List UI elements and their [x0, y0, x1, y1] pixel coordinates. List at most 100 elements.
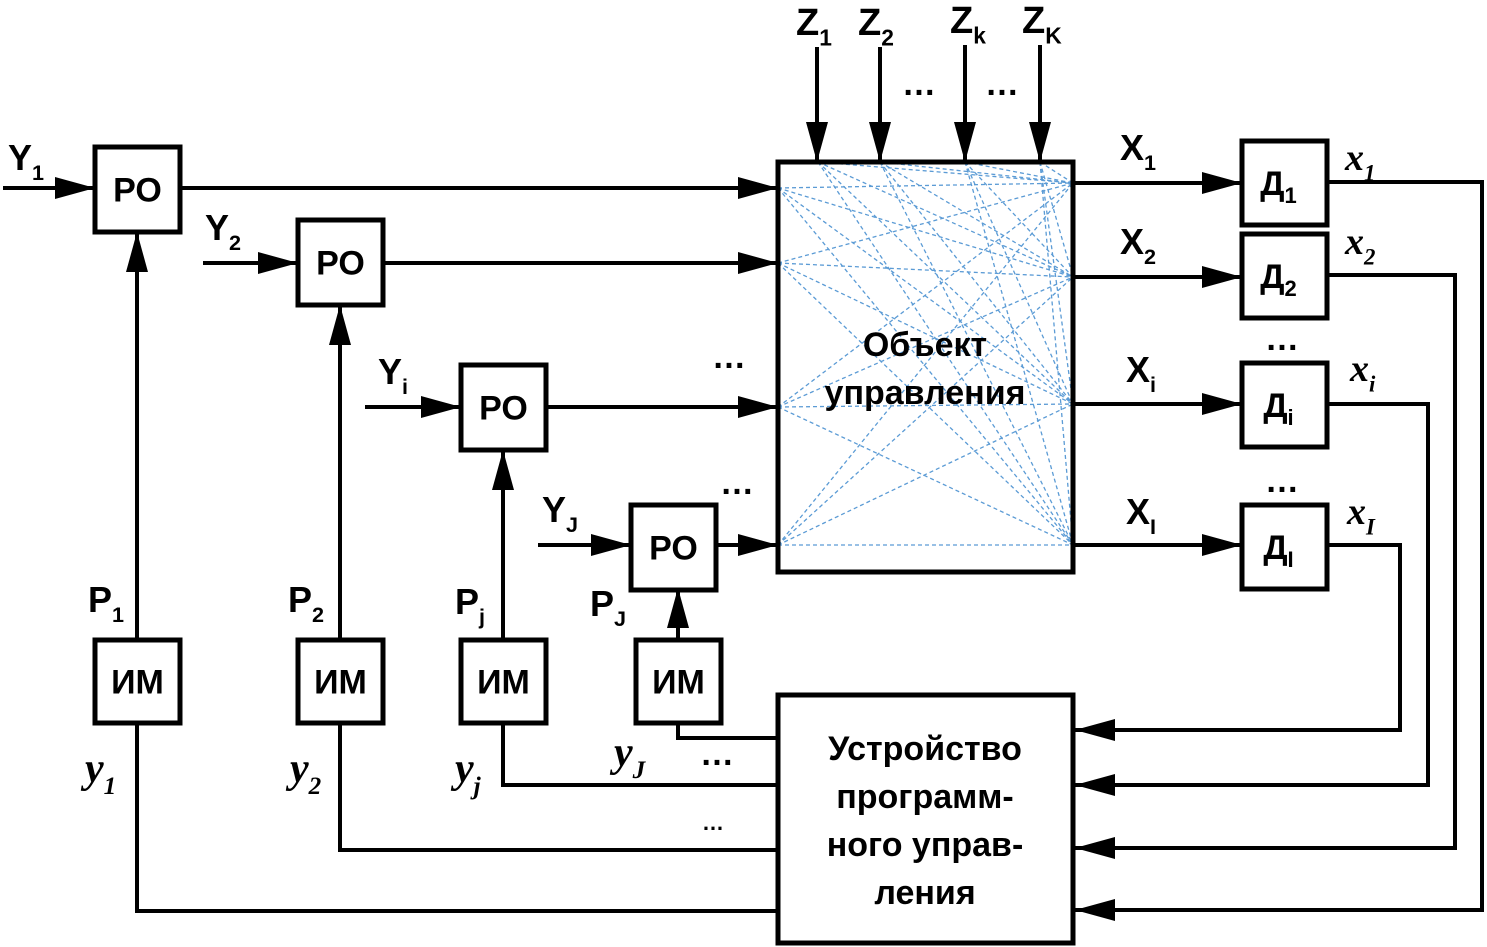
measured-label-2: x2	[1344, 221, 1375, 270]
actuator-block-4: ИМ	[633, 637, 724, 726]
cross-link-line	[777, 262, 1074, 405]
sensor-block-4: ДI	[1239, 502, 1330, 592]
cross-link-line	[879, 161, 1074, 405]
cross-link-line	[879, 161, 1074, 278]
output-label-2: X2	[1120, 221, 1156, 269]
ellipsis-7: …	[700, 735, 734, 773]
action-label-1-subscript: 1	[112, 602, 124, 627]
command-label-3-subscript: j	[470, 773, 482, 800]
action-label-2-subscript: 2	[312, 602, 324, 627]
output-label-4: XI	[1126, 491, 1156, 539]
actuator-block-4-label: ИМ	[652, 664, 705, 702]
cross-link-line	[777, 406, 1074, 546]
cross-link-line	[777, 403, 1074, 408]
command-label-2: y2	[285, 746, 322, 800]
measured-label-1: x1	[1344, 137, 1375, 186]
ellipsis-6: …	[1265, 462, 1299, 500]
cross-link-line	[964, 161, 1074, 278]
regulator-block-3: РО	[458, 362, 549, 453]
cross-link-line	[879, 161, 1074, 184]
ellipsis-4: …	[720, 464, 754, 502]
output-label-3-subscript: i	[1150, 372, 1156, 397]
object-label-line1: Объект	[863, 326, 987, 364]
ellipsis-8: …	[702, 810, 724, 835]
sensor-block-1: Д1	[1239, 138, 1330, 228]
controller-label-line4: ления	[874, 874, 975, 912]
actuator-block-1: ИМ	[92, 637, 183, 726]
cross-link-line	[817, 161, 1074, 278]
cross-link-line	[777, 182, 1074, 189]
cross-link-line	[964, 161, 1074, 546]
action-label-4-subscript: J	[614, 606, 626, 631]
setpoint-label-4: YJ	[542, 489, 578, 537]
measured-label-3: xi	[1349, 348, 1376, 397]
sensor-block-3: Дi	[1239, 360, 1330, 450]
ellipsis-2: …	[985, 65, 1019, 103]
output-label-4-subscript: I	[1150, 514, 1156, 539]
action-label-3: Pj	[455, 581, 485, 629]
xi-feedback-line	[1075, 402, 1430, 796]
y2-command-line	[338, 723, 778, 852]
actuator-block-1-label: ИМ	[111, 664, 164, 702]
ellipsis-3: …	[712, 338, 746, 376]
actuator-block-2: ИМ	[295, 637, 386, 726]
setpoint-label-1: Y1	[8, 137, 44, 185]
regulator-block-2: РО	[295, 217, 386, 308]
actuator-block-2-frame	[295, 637, 386, 726]
y1-command-line	[135, 723, 778, 913]
yj-command-line	[501, 723, 778, 787]
cross-link-line	[777, 187, 1074, 278]
regulator-block-4-label: РО	[649, 530, 698, 568]
actuator-block-3: ИМ	[458, 637, 549, 726]
action-label-3-subscript: j	[478, 604, 485, 629]
action-label-2: P2	[288, 579, 324, 627]
control-object-box	[775, 159, 1076, 575]
regulator-block-3-label: РО	[479, 390, 528, 428]
sensor-block-3-frame	[1239, 360, 1330, 450]
cross-link-line	[777, 262, 1074, 278]
setpoint-label-3-subscript: i	[402, 374, 408, 399]
setpoint-label-4-subscript: J	[566, 512, 578, 537]
cross-link-line	[777, 276, 1074, 408]
cross-link-line	[817, 161, 1074, 184]
cross-coupling-links	[777, 161, 1074, 546]
controller-label-line3: ного управ-	[827, 826, 1024, 864]
cross-link-line	[964, 161, 1074, 405]
actuator-block-1-frame	[92, 637, 183, 726]
regulator-block-4-frame	[628, 502, 719, 593]
command-label-4: yJ	[609, 730, 647, 784]
controller-label-line1: Устройство	[828, 730, 1022, 768]
actuator-block-2-label: ИМ	[314, 664, 367, 702]
x2-feedback-line	[1075, 273, 1457, 859]
actuator-block-4-frame	[633, 637, 724, 726]
cross-link-line	[964, 161, 1074, 184]
disturbance-label-3-subscript: k	[973, 23, 986, 49]
command-label-4-subscript: J	[632, 757, 647, 784]
setpoint-label-2: Y2	[205, 207, 241, 255]
command-label-1-subscript: 1	[104, 773, 117, 800]
setpoint-label-2-subscript: 2	[229, 230, 241, 255]
setpoint-label-3: Yi	[378, 351, 408, 399]
sensor-block-3-subscript: i	[1288, 405, 1294, 430]
regulator-block-1: РО	[92, 144, 183, 235]
cross-link-line	[777, 182, 1074, 546]
measured-label-4: xI	[1346, 491, 1376, 540]
regulator-block-4: РО	[628, 502, 719, 593]
object-label-line2: управления	[825, 374, 1026, 412]
measured-label-4-subscript: I	[1365, 515, 1376, 540]
sensor-block-4-frame	[1239, 502, 1330, 592]
command-label-2-subscript: 2	[308, 773, 322, 800]
measured-label-3-subscript: i	[1369, 372, 1376, 397]
cross-link-line	[879, 161, 1074, 546]
program-controller-box	[775, 692, 1076, 946]
controller-label-line2: программ-	[836, 778, 1014, 816]
output-label-3: Xi	[1126, 349, 1156, 397]
cross-link-line	[777, 187, 1074, 546]
command-label-1: y1	[80, 746, 116, 800]
actuator-block-3-frame	[458, 637, 549, 726]
output-label-1-subscript: 1	[1144, 150, 1156, 175]
cross-link-line	[777, 403, 1074, 546]
cross-link-line	[777, 262, 1074, 546]
actuator-block-3-label: ИМ	[477, 664, 530, 702]
cross-link-line	[1039, 161, 1074, 405]
